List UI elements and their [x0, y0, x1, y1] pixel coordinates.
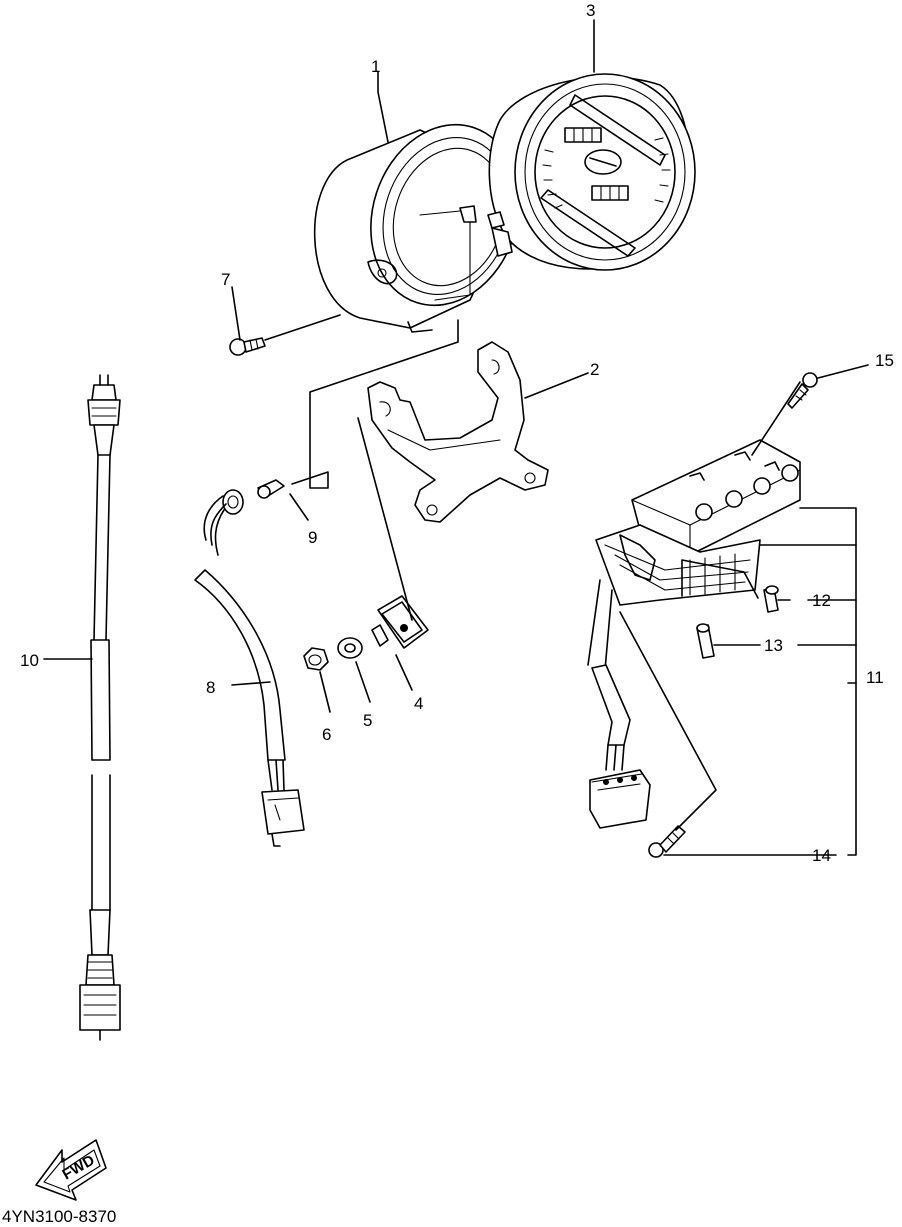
meter-housing-part-1 — [313, 123, 520, 333]
callout-9: 9 — [308, 528, 317, 547]
callout-1: 1 — [371, 57, 380, 76]
callout-5: 5 — [363, 711, 372, 730]
diagram-code: 4YN3100-8370 — [2, 1207, 116, 1226]
callout-8: 8 — [206, 678, 215, 697]
bracket-part-2 — [367, 341, 549, 523]
callout-4: 4 — [414, 694, 423, 713]
callout-11: 11 — [866, 668, 884, 687]
indicator-assembly-part-11 — [587, 439, 801, 829]
callout-12: 12 — [812, 591, 831, 610]
leader-lines — [43, 19, 869, 856]
callout-15: 15 — [875, 351, 894, 370]
speedometer-cable-part-10 — [79, 374, 121, 1041]
bulb-part-13 — [696, 623, 715, 659]
nut-part-6 — [303, 647, 329, 671]
forward-direction-arrow: FWD — [35, 1139, 107, 1201]
damper-part-4 — [371, 595, 429, 649]
screw-part-7 — [229, 337, 266, 356]
callout-3: 3 — [586, 1, 595, 20]
bulb-part-12 — [763, 585, 779, 613]
screw-part-15 — [787, 372, 818, 409]
callout-13: 13 — [764, 636, 783, 655]
screw-part-14 — [648, 825, 686, 858]
callout-2: 2 — [590, 360, 599, 379]
callout-6: 6 — [322, 725, 331, 744]
washer-part-5 — [337, 637, 363, 659]
callout-10: 10 — [20, 651, 39, 670]
callout-14: 14 — [812, 846, 831, 865]
callout-7: 7 — [221, 270, 230, 289]
wire-harness-part-8 — [194, 489, 305, 847]
meter-assembly-part-3 — [459, 73, 696, 271]
bulb-part-9 — [257, 479, 285, 499]
